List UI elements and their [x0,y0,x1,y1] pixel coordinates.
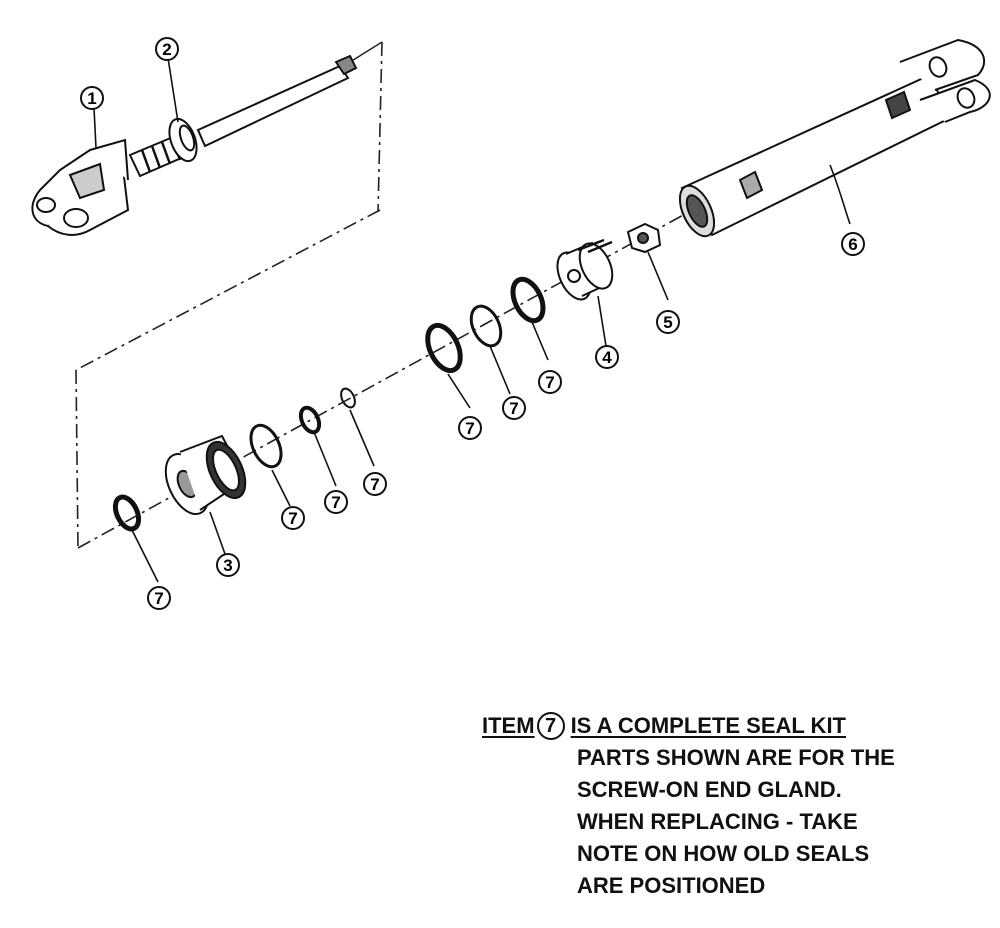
end-gland-part [164,434,247,515]
callout-2: 2 [155,37,179,61]
seal-kit-note: ITEM 7 IS A COMPLETE SEAL KIT PARTS SHOW… [482,710,982,902]
rod-washer-part [168,117,198,163]
callout-7-seal-f: 7 [502,396,526,420]
svg-text:4: 4 [602,348,612,367]
svg-text:2: 2 [162,40,171,59]
hex-nut-part [626,222,662,254]
svg-text:7: 7 [509,399,518,418]
svg-text:7: 7 [331,493,340,512]
callout-7-seal-g: 7 [538,370,562,394]
svg-text:3: 3 [223,556,232,575]
callout-6: 6 [841,232,865,256]
seal-ring-set [112,276,546,532]
svg-text:1: 1 [87,89,96,108]
callout-7-seal-b: 7 [281,506,305,530]
piston-rod [128,54,358,178]
svg-text:7: 7 [465,419,474,438]
axis-segment [349,41,383,63]
piston-part [556,238,614,301]
svg-text:7: 7 [154,589,163,608]
note-line: NOTE ON HOW OLD SEALS [577,841,870,866]
callout-4: 4 [595,345,619,369]
svg-text:7: 7 [288,509,297,528]
rod-clevis-part [31,138,130,236]
note-line: WHEN REPLACING - TAKE [577,809,858,834]
svg-text:5: 5 [663,313,672,332]
callout-3: 3 [216,553,240,577]
callout-7-seal-d: 7 [363,472,387,496]
note-heading-text: IS A COMPLETE SEAL KIT [570,713,846,738]
note-line: ARE POSITIONED [577,873,766,898]
svg-text:7: 7 [545,373,554,392]
svg-text:7: 7 [370,475,379,494]
callout-5: 5 [656,310,680,334]
note-item-callout: 7 [536,712,565,740]
leader-lines [93,57,851,583]
callout-1: 1 [80,86,104,110]
callout-7-seal-c: 7 [324,490,348,514]
note-line: SCREW-ON END GLAND. [577,777,842,802]
cylinder-barrel-part [678,38,991,238]
note-item-prefix: ITEM [482,713,535,738]
note-heading: ITEM 7 IS A COMPLETE SEAL KIT [482,710,982,742]
callout-7-seal-e: 7 [458,416,482,440]
svg-text:6: 6 [848,235,857,254]
callout-7-seal-a: 7 [147,586,171,610]
note-line: PARTS SHOWN ARE FOR THE [577,745,895,770]
note-body: PARTS SHOWN ARE FOR THE SCREW-ON END GLA… [482,742,982,902]
